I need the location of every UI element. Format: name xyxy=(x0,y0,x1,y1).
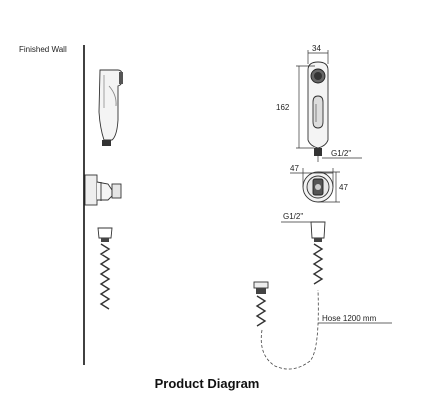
side-hose xyxy=(97,227,113,310)
side-holder xyxy=(84,174,122,206)
front-sprayer xyxy=(307,61,329,156)
finished-wall-label: Finished Wall xyxy=(19,45,67,54)
hose-end xyxy=(253,281,269,327)
dimension-holder-height xyxy=(318,171,340,203)
dimension-holder-height-label: 47 xyxy=(339,183,348,192)
side-sprayer xyxy=(98,69,123,146)
dimension-height-side xyxy=(296,65,315,149)
thread-top-callout xyxy=(317,154,362,162)
dimension-width-top xyxy=(307,50,329,64)
dimension-width-top-label: 34 xyxy=(312,44,321,53)
dimension-holder-width xyxy=(290,168,334,187)
front-holder xyxy=(302,171,334,203)
hose-dashed-loop xyxy=(260,289,319,370)
hose-length-label: Hose 1200 mm xyxy=(322,314,377,323)
dimension-height-side-label: 162 xyxy=(276,103,290,112)
thread-top-label: G1/2" xyxy=(331,149,351,158)
diagram-caption: Product Diagram xyxy=(155,376,260,391)
dimension-holder-width-label: 47 xyxy=(290,164,299,173)
front-hose xyxy=(310,221,326,285)
thread-bottom-label: G1/2" xyxy=(283,212,303,221)
